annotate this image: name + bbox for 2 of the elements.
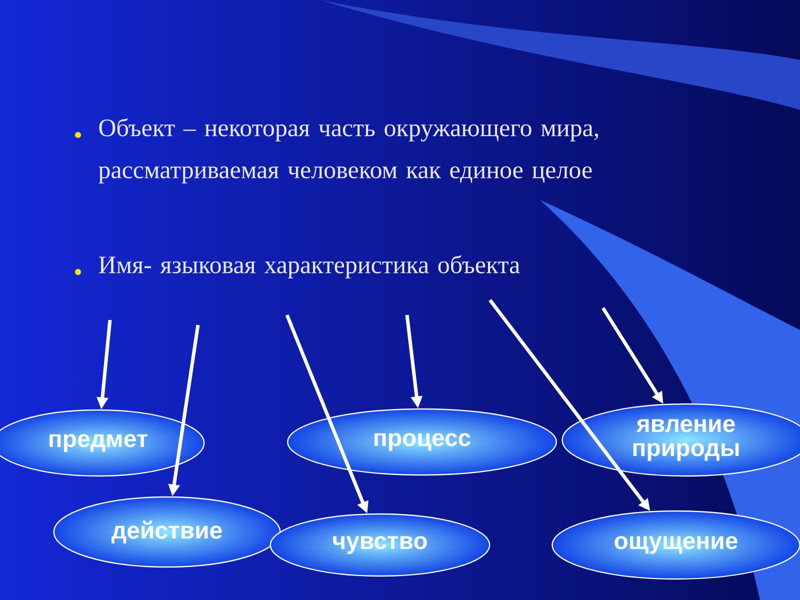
- definition-text: Имя- языковая характеристика объекта: [98, 255, 520, 278]
- definition-text: Объект – некоторая часть окружающего мира, рассматриваемая человеком как единое целое: [98, 118, 598, 184]
